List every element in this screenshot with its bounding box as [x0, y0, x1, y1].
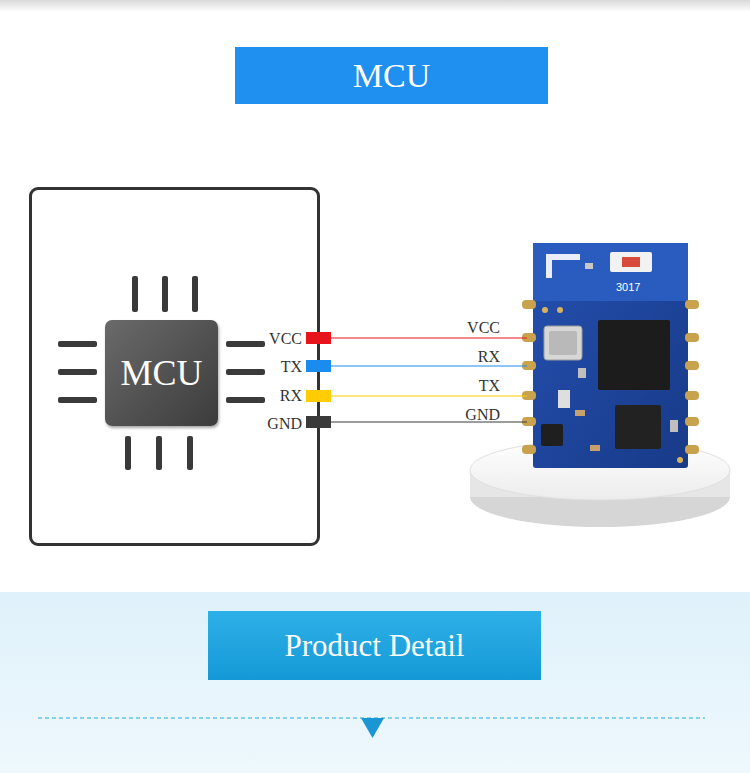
chip-pins — [58, 276, 265, 470]
pin-label: GND — [267, 415, 302, 433]
top-shade — [0, 0, 750, 12]
pin-marker — [306, 360, 331, 372]
signal-wire — [320, 395, 527, 396]
bluetooth-module — [522, 243, 699, 468]
signal-label: VCC — [430, 319, 500, 337]
bluetooth-module: 3017 — [527, 243, 690, 468]
chip-label: MCU — [120, 352, 202, 394]
down-triangle — [361, 718, 384, 738]
signal-label: TX — [430, 377, 500, 395]
pin-label: RX — [280, 387, 302, 405]
pin-marker — [306, 416, 331, 428]
title-banner: MCU — [235, 47, 548, 104]
pin-marker — [306, 332, 331, 344]
pin-label: TX — [281, 358, 302, 376]
pin-marker — [306, 390, 331, 402]
signal-label: GND — [430, 406, 500, 424]
mcu-board: VCC TX RX GND MCU — [29, 187, 320, 546]
signal-wire — [320, 337, 527, 338]
section-heading: Product Detail — [208, 611, 541, 680]
signal-wire — [320, 421, 527, 422]
mcu-chip: MCU — [105, 320, 218, 426]
pin-label: VCC — [269, 330, 302, 348]
signal-wire — [320, 365, 527, 366]
module-marking: 3017 — [616, 281, 640, 294]
signal-label: RX — [430, 348, 500, 366]
section-title: Product Detail — [285, 628, 465, 664]
section-band — [0, 592, 750, 773]
